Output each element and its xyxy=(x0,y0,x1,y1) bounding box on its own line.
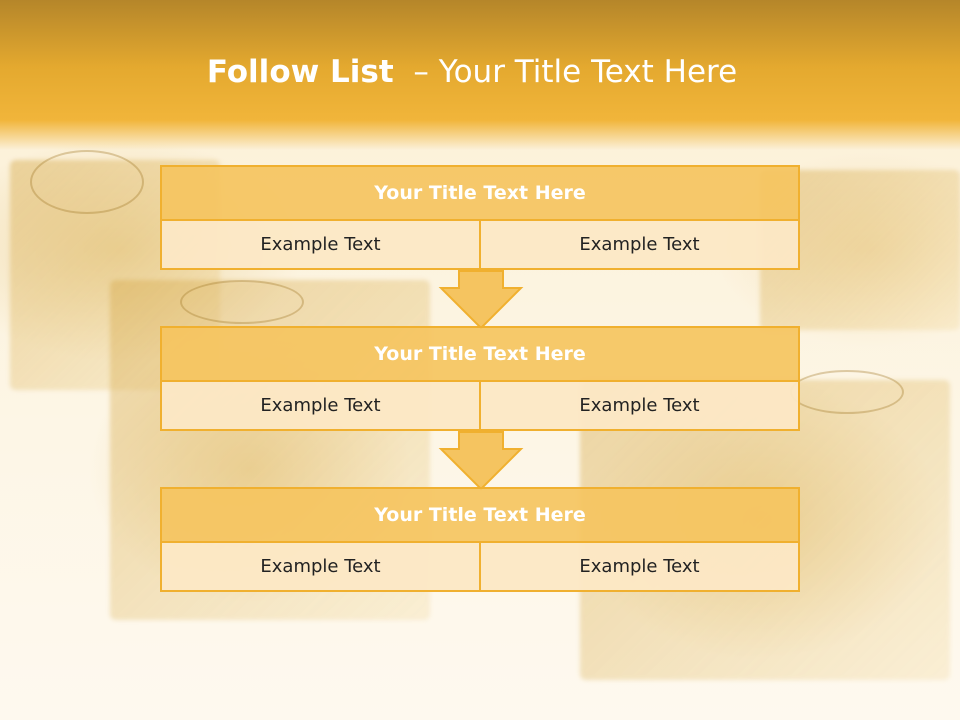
step-row: Example Text Example Text xyxy=(160,221,800,270)
step-box-3: Your Title Text Here Example Text Exampl… xyxy=(160,487,800,592)
down-arrow-icon xyxy=(438,270,524,330)
step-box-2: Your Title Text Here Example Text Exampl… xyxy=(160,326,800,431)
step-cell-left: Example Text xyxy=(160,221,481,270)
step-row: Example Text Example Text xyxy=(160,543,800,592)
slide-title: Follow List – Your Title Text Here xyxy=(0,54,944,90)
step-cell-right: Example Text xyxy=(481,382,800,431)
step-row: Example Text Example Text xyxy=(160,382,800,431)
header-band xyxy=(0,0,960,150)
step-title: Your Title Text Here xyxy=(160,326,800,382)
step-cell-left: Example Text xyxy=(160,382,481,431)
step-cell-left: Example Text xyxy=(160,543,481,592)
slide-title-strong: Follow List xyxy=(206,54,394,90)
ribbon-decoration xyxy=(790,370,904,414)
step-cell-right: Example Text xyxy=(481,543,800,592)
step-title: Your Title Text Here xyxy=(160,165,800,221)
ribbon-decoration xyxy=(30,150,144,214)
step-box-1: Your Title Text Here Example Text Exampl… xyxy=(160,165,800,270)
slide-title-rest: – Your Title Text Here xyxy=(393,54,738,90)
step-title: Your Title Text Here xyxy=(160,487,800,543)
down-arrow-icon xyxy=(438,431,524,491)
step-cell-right: Example Text xyxy=(481,221,800,270)
ribbon-decoration xyxy=(180,280,304,324)
